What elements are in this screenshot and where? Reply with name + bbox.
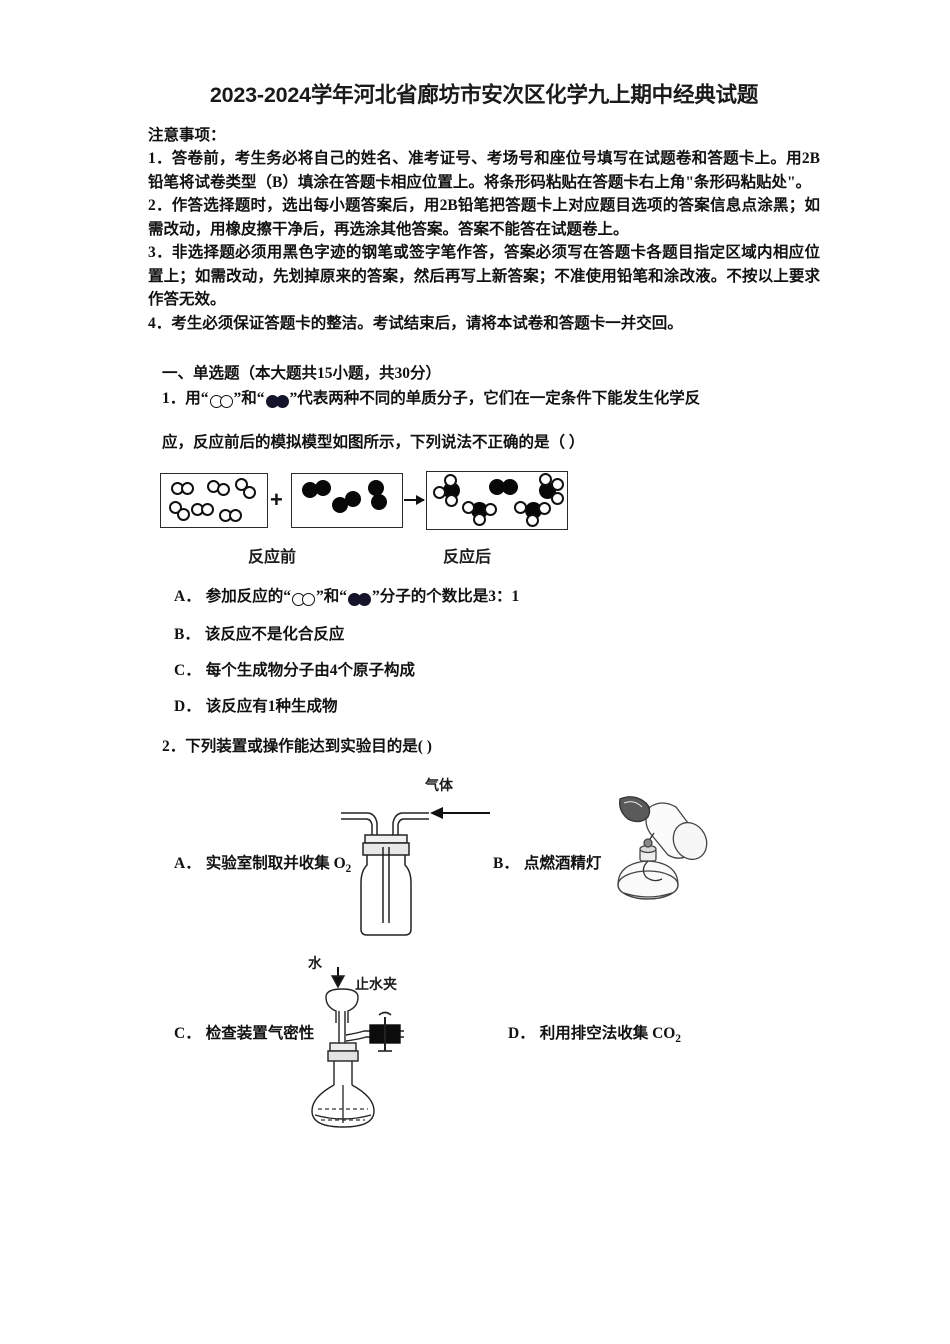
q2-option-c-text: 检查装置气密性 — [205, 1025, 315, 1043]
q1-option-a-text-mid: ”和“ — [315, 588, 347, 606]
notice-line-4: 4．考生必须保证答题卡的整洁。考试结束后，请将本试卷和答题卡一并交回。 — [148, 314, 683, 332]
q2-option-b-label: B． — [493, 855, 519, 873]
gas-inlet-arrow-icon — [430, 807, 490, 820]
q1-option-d-label: D． — [174, 698, 201, 716]
reaction-model-figure: + — [148, 469, 820, 577]
figure-caption-before: 反应前 — [248, 549, 297, 567]
question-1-stem-line2: 应，反应前后的模拟模型如图所示，下列说法不正确的是（ ） — [162, 434, 585, 452]
airtightness-check-diagram — [311, 967, 404, 1129]
q2-option-a-label: A． — [174, 855, 201, 873]
plus-sign: + — [270, 487, 283, 513]
q1-option-c-text: 每个生成物分子由4个原子构成 — [205, 662, 415, 680]
q1-stem-part1: 1．用“ — [162, 390, 209, 408]
question-2-option-b: B．点燃酒精灯 — [493, 851, 601, 873]
notice-line-3: 3．非选择题必须用黑色字迹的钢笔或签字笔作答，答案必须写在答题卡各题目指定区域内… — [148, 244, 820, 309]
reaction-arrow-icon — [404, 495, 425, 506]
q1-option-c-label: C． — [174, 662, 201, 680]
page-content: 2023-2024学年河北省廊坊市安次区化学九上期中经典试题 注意事项： 1．答… — [148, 78, 820, 1129]
q2-option-d-sub: 2 — [675, 1033, 681, 1046]
q1-option-b-label: B． — [174, 626, 200, 644]
white-diatomic-molecule-icon — [291, 590, 315, 608]
question-2-stem: 2．下列装置或操作能达到实验目的是( ) — [162, 738, 432, 756]
q2-option-d-text: 利用排空法收集 CO — [539, 1025, 676, 1043]
notice-line-2: 2．作答选择题时，选出每小题答案后，用2B铅笔把答题卡上对应题目选项的答案信息点… — [148, 197, 820, 238]
page-title: 2023-2024学年河北省廊坊市安次区化学九上期中经典试题 — [209, 83, 759, 107]
q1-stem-part2: ”和“ — [233, 390, 265, 408]
gas-label: 气体 — [425, 777, 453, 794]
question-1-stem: 1．用“ ”和“ ”代表两种不同的单质分子，它们在一定条件下能发生化学反 — [162, 387, 820, 413]
question-2-option-c: C．检查装置气密性 — [174, 1021, 314, 1043]
section-heading: 一、单选题（本大题共15小题，共30分） — [162, 365, 442, 383]
q1-option-a-text-after: ”分子的个数比是3：1 — [371, 588, 520, 606]
question-1-option-c: C．每个生成物分子由4个原子构成 — [174, 651, 820, 687]
figure-caption-after: 反应后 — [443, 549, 492, 567]
q1-option-a-label: A． — [174, 588, 201, 606]
question-2-option-a: A．实验室制取并收集 O2 — [174, 851, 351, 875]
q2-option-b-text: 点燃酒精灯 — [523, 855, 602, 873]
q2-option-d-label: D． — [508, 1025, 535, 1043]
q1-option-a-text-before: 参加反应的“ — [205, 588, 291, 606]
question-2-option-d: D．利用排空法收集 CO2 — [508, 1021, 681, 1045]
alcohol-lamp-lighting-diagram — [617, 796, 708, 901]
black-diatomic-molecule-icon — [347, 590, 371, 608]
reactant-box-white — [160, 473, 268, 529]
q1-option-d-text: 该反应有1种生成物 — [205, 698, 338, 716]
question-1-option-d: D．该反应有1种生成物 — [174, 687, 820, 723]
question-1-option-a: A．参加反应的“ ”和“ ”分子的个数比是3：1 — [174, 577, 820, 615]
notice-line-1: 1．答卷前，考生务必将自己的姓名、准考证号、考场号和座位号填写在试题卷和答题卡上… — [148, 150, 820, 191]
product-box — [426, 471, 568, 531]
reactant-box-black — [291, 473, 403, 529]
notice-heading: 注意事项： — [148, 127, 226, 144]
black-diatomic-molecule-icon — [265, 389, 289, 413]
q2-option-a-sub: 2 — [345, 863, 352, 876]
q2-option-a-text: 实验室制取并收集 O — [205, 855, 346, 873]
gas-washing-bottle-diagram — [341, 812, 429, 937]
q1-stem-part3: ”代表两种不同的单质分子，它们在一定条件下能发生化学反 — [289, 390, 701, 408]
q2-option-c-label: C． — [174, 1025, 201, 1043]
q1-option-b-text: 该反应不是化合反应 — [204, 626, 345, 644]
water-label: 水 — [308, 955, 322, 972]
white-diatomic-molecule-icon — [209, 389, 233, 413]
apparatus-figure-grid: 气体 — [148, 769, 820, 1129]
pinch-clamp-label: 止水夹 — [355, 976, 397, 993]
question-1-option-b: B．该反应不是化合反应 — [174, 615, 820, 651]
